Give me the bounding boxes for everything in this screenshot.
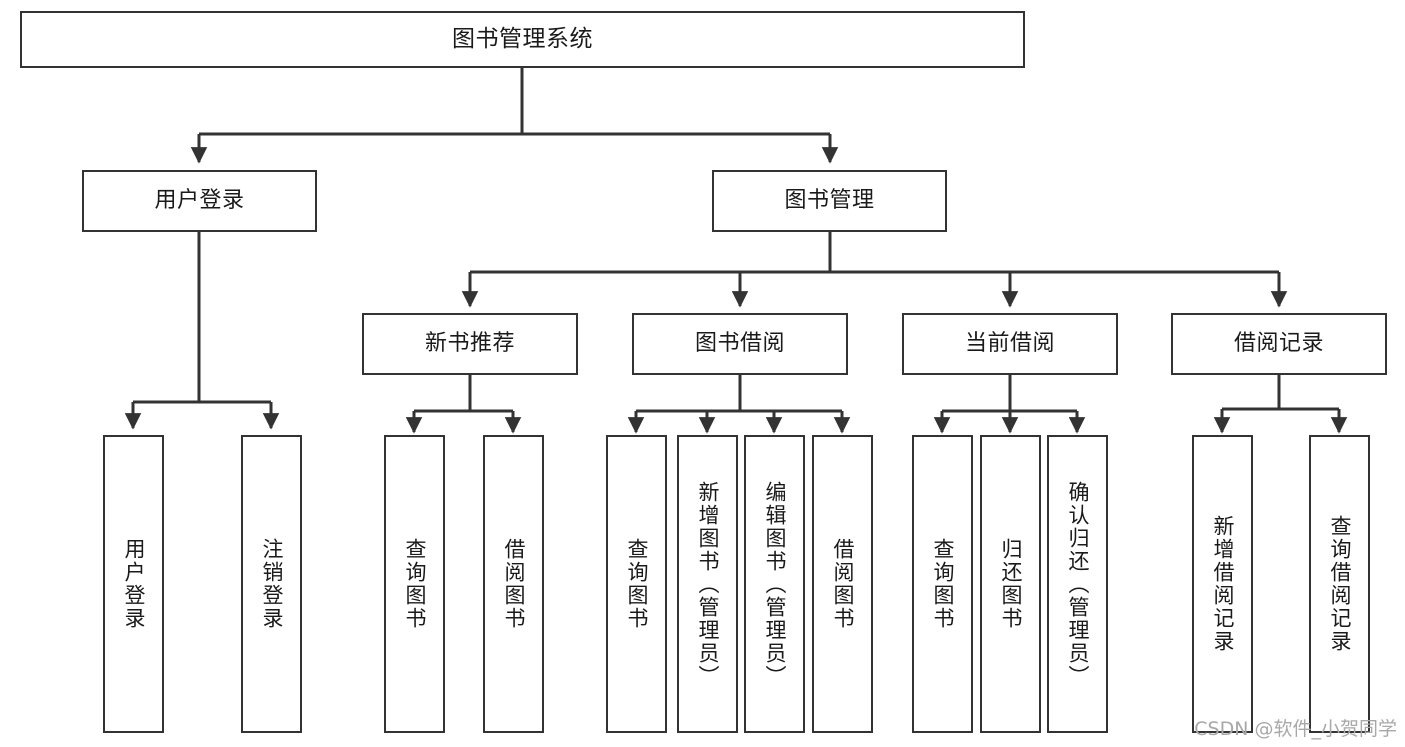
node-label: 编辑图书（管理员）: [763, 480, 788, 688]
node-label: 图书管理: [784, 188, 875, 214]
node-new-book-recommend[interactable]: 新书推荐: [362, 313, 578, 375]
leaf-borrow-add-book[interactable]: 新增图书（管理员）: [677, 435, 738, 733]
node-label: 借阅图书: [502, 538, 527, 630]
leaf-borrow-query-book[interactable]: 查询图书: [606, 435, 667, 733]
leaf-user-login-signout[interactable]: 注销登录: [241, 435, 302, 733]
node-label: 用户登录: [122, 538, 147, 630]
node-label: 注销登录: [260, 538, 285, 630]
node-book-borrow[interactable]: 图书借阅: [632, 313, 848, 375]
node-label: 新书推荐: [424, 331, 515, 357]
node-label: 新增借阅记录: [1211, 515, 1236, 653]
leaf-current-query-book[interactable]: 查询图书: [912, 435, 973, 733]
leaf-new-book-query[interactable]: 查询图书: [384, 435, 445, 733]
node-label: 归还图书: [999, 538, 1024, 630]
node-label: 查询图书: [931, 538, 956, 630]
node-book-management[interactable]: 图书管理: [712, 170, 947, 232]
node-label: 图书借阅: [694, 331, 785, 357]
node-label: 借阅图书: [831, 538, 856, 630]
node-root-system[interactable]: 图书管理系统: [20, 11, 1025, 68]
leaf-borrow-edit-book[interactable]: 编辑图书（管理员）: [744, 435, 805, 733]
leaf-new-book-borrow[interactable]: 借阅图书: [483, 435, 544, 733]
node-label: 借阅记录: [1233, 331, 1324, 357]
node-label: 查询借阅记录: [1328, 515, 1353, 653]
node-label: 用户登录: [154, 188, 245, 214]
node-label: 图书管理系统: [452, 26, 593, 53]
node-label: 确认归还（管理员）: [1066, 480, 1091, 688]
leaf-record-query[interactable]: 查询借阅记录: [1309, 435, 1370, 733]
node-label: 当前借阅: [964, 331, 1055, 357]
leaf-current-confirm-return[interactable]: 确认归还（管理员）: [1047, 435, 1108, 733]
node-label: 查询图书: [403, 538, 428, 630]
leaf-record-add[interactable]: 新增借阅记录: [1192, 435, 1253, 733]
leaf-borrow-borrow-book[interactable]: 借阅图书: [812, 435, 873, 733]
node-label: 查询图书: [625, 538, 650, 630]
leaf-current-return-book[interactable]: 归还图书: [980, 435, 1041, 733]
node-current-borrow[interactable]: 当前借阅: [902, 313, 1118, 375]
leaf-user-login-signin[interactable]: 用户登录: [103, 435, 164, 733]
node-label: 新增图书（管理员）: [696, 480, 721, 688]
node-borrow-record[interactable]: 借阅记录: [1171, 313, 1387, 375]
node-user-login[interactable]: 用户登录: [82, 170, 317, 232]
